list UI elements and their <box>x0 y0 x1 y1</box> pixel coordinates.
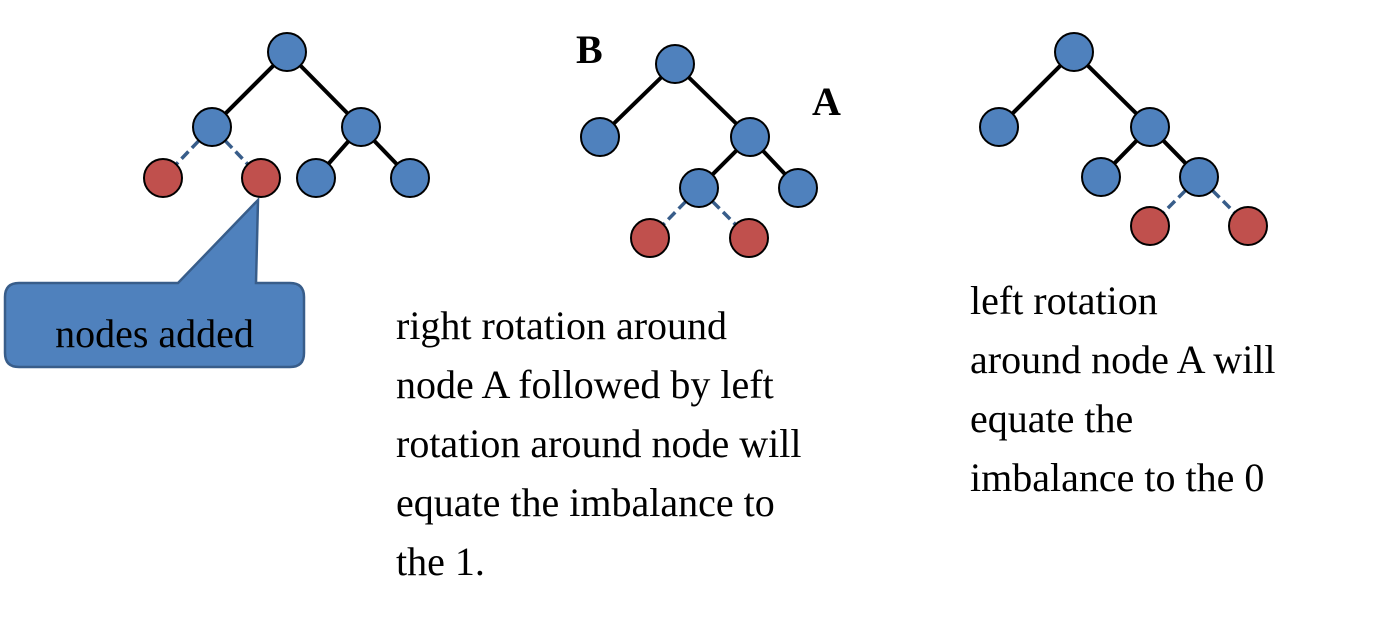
middle-tree-edge <box>761 149 787 176</box>
middle-tree-added-node <box>729 218 769 258</box>
label-node-b: B <box>576 27 603 72</box>
caption-middle-line: rotation around node will <box>396 421 802 466</box>
initial-tree-added-node <box>143 158 183 198</box>
initial-tree-added-node <box>241 158 281 198</box>
initial-tree-edge <box>327 139 350 166</box>
initial-tree-edge <box>298 64 350 115</box>
middle-tree-node <box>778 168 818 208</box>
caption-right-line: imbalance to the 0 <box>970 455 1265 500</box>
initial-tree-dashed-edge <box>174 139 201 166</box>
caption-middle-line: equate the imbalance to <box>396 480 775 525</box>
middle-tree-node <box>580 117 620 157</box>
caption-middle-line: right rotation around <box>396 303 728 348</box>
right-tree-edge <box>1086 63 1138 116</box>
right-tree-edge <box>1161 139 1188 165</box>
initial-tree-node <box>267 32 307 72</box>
right-tree-edge <box>1112 139 1139 165</box>
right-tree-edge <box>1011 64 1062 115</box>
right-tree-node <box>1179 157 1219 197</box>
initial-tree-node <box>341 107 381 147</box>
initial-tree-node <box>390 158 430 198</box>
right-tree-node <box>1054 32 1094 72</box>
right-tree-dashed-edge <box>1162 189 1187 214</box>
caption-middle-line: node A followed by left <box>396 362 774 407</box>
caption-right-line: left rotation <box>970 278 1158 323</box>
middle-tree-edge <box>711 149 738 176</box>
initial-tree-dashed-edge <box>223 139 250 166</box>
label-node-a: A <box>812 79 841 124</box>
callout-shape <box>3 196 306 369</box>
right-tree-node <box>979 107 1019 147</box>
right-tree-node <box>1081 157 1121 197</box>
middle-tree-added-node <box>630 218 670 258</box>
middle-tree-dashed-edge <box>662 200 687 226</box>
middle-tree-edge <box>687 75 738 126</box>
callout-text: nodes added <box>55 310 254 356</box>
middle-tree-dashed-edge <box>711 200 737 226</box>
caption-middle-line: the 1. <box>396 539 485 584</box>
right-tree-dashed-edge <box>1211 189 1236 214</box>
caption-right: left rotation around node A will equate … <box>970 271 1276 507</box>
right-tree-added-node <box>1130 206 1170 246</box>
initial-tree-edge <box>372 139 399 166</box>
caption-right-line: around node A will <box>970 337 1276 382</box>
right-tree-added-node <box>1228 206 1268 246</box>
middle-tree-node <box>730 117 770 157</box>
middle-tree-node <box>679 168 719 208</box>
initial-tree-node <box>192 107 232 147</box>
initial-tree-node <box>296 158 336 198</box>
middle-tree-edge <box>612 75 663 126</box>
right-tree-node <box>1130 107 1170 147</box>
caption-right-line: equate the <box>970 396 1134 441</box>
caption-middle: right rotation around node A followed by… <box>396 296 801 591</box>
initial-tree-edge <box>224 64 275 115</box>
middle-tree-node <box>655 44 695 84</box>
